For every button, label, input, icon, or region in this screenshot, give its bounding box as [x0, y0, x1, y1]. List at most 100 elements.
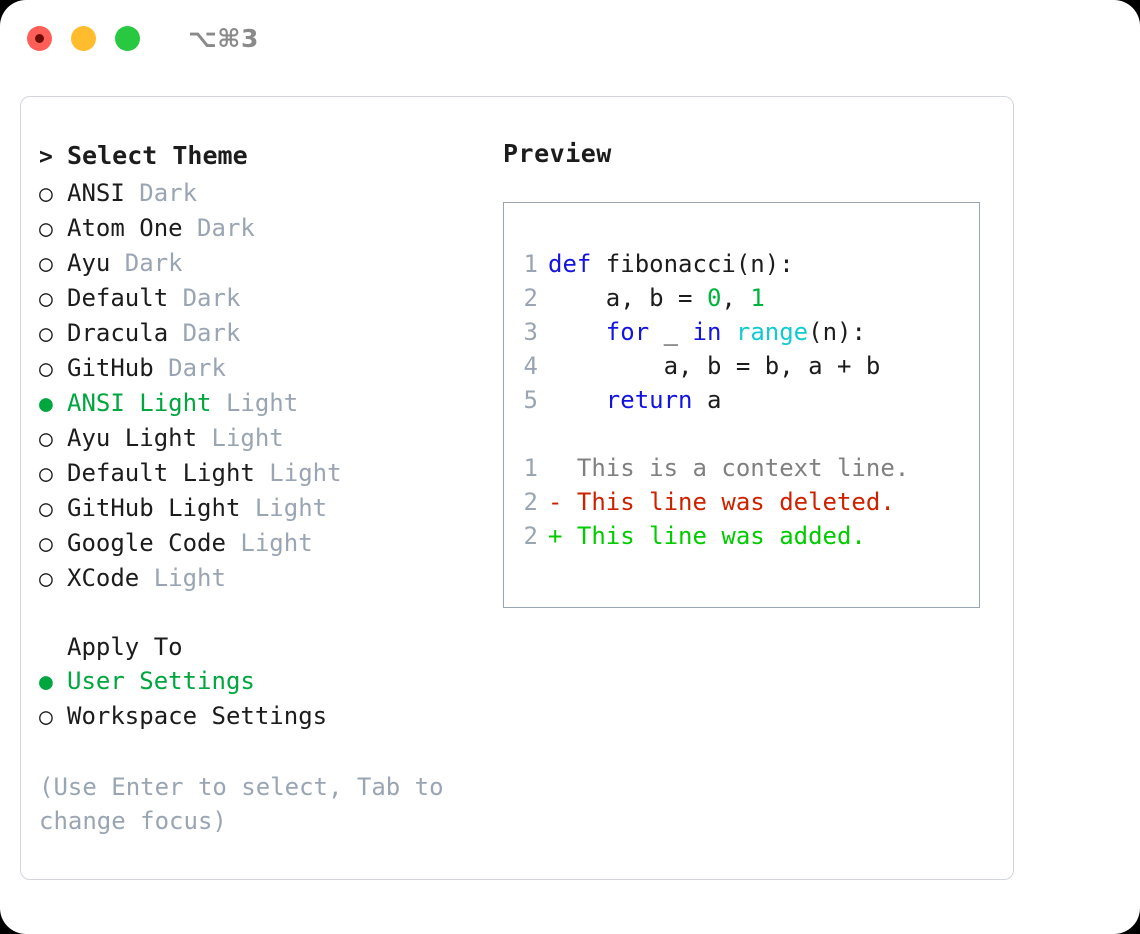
- theme-picker-panel: > Select Theme ○ANSI Dark○Atom One Dark○…: [21, 139, 481, 879]
- code-token-kw: in: [692, 318, 722, 346]
- theme-list-item[interactable]: ○ Atom One Dark: [39, 211, 481, 246]
- radio-unselected-icon: ○: [39, 216, 53, 242]
- code-token-txt: _: [649, 318, 693, 346]
- code-token-txt: [548, 318, 606, 346]
- theme-variant-label: Light: [139, 564, 226, 592]
- help-hint-text: (Use Enter to select, Tab to change focu…: [39, 773, 459, 835]
- radio-unselected-icon: ○: [39, 356, 53, 382]
- code-line-number: 2: [523, 284, 538, 312]
- theme-variant-label: Dark: [168, 319, 241, 347]
- diff-line-number: 2: [523, 488, 538, 516]
- code-line: 1 def fibonacci(n):: [522, 247, 979, 281]
- code-token-txt: fibonacci(n):: [591, 250, 794, 278]
- code-token-num: 0: [706, 284, 722, 312]
- theme-list-item[interactable]: ○Ayu Light Light: [39, 421, 481, 456]
- radio-unselected-icon: ○: [39, 321, 53, 347]
- preview-title: Preview: [503, 139, 612, 168]
- radio-unselected-icon: ○: [39, 566, 53, 592]
- diff-line-number: 2: [523, 522, 538, 550]
- theme-variant-label: Light: [254, 459, 342, 487]
- code-line: 5 return a: [522, 383, 979, 417]
- theme-list-item[interactable]: ○ Default Dark: [39, 281, 481, 316]
- code-line-number: 3: [523, 318, 538, 346]
- radio-unselected-icon: ○: [39, 531, 53, 557]
- titlebar: ⌥⌘3: [0, 0, 1140, 76]
- apply-to-label: Workspace Settings: [67, 702, 328, 730]
- radio-unselected-icon: ○: [39, 496, 53, 522]
- theme-name-label: GitHub Light: [67, 494, 241, 522]
- theme-name-label: Dracula: [67, 319, 169, 347]
- theme-name-label: Ayu Light: [67, 424, 198, 452]
- close-button[interactable]: [27, 25, 52, 51]
- main-card: > Select Theme ○ANSI Dark○Atom One Dark○…: [20, 96, 1014, 880]
- diff-line: 1 This is a context line.: [522, 451, 979, 485]
- diff-line: 2 - This line was deleted.: [522, 485, 979, 519]
- theme-list-item[interactable]: ○ Dracula Dark: [39, 316, 481, 351]
- prompt-caret-icon: >: [39, 144, 53, 170]
- code-token-txt: a, b = b, a + b: [548, 352, 881, 380]
- radio-unselected-icon: ○: [39, 286, 53, 312]
- apply-to-list: ●User Settings ○ Workspace Settings: [39, 664, 481, 734]
- code-token-fn: range: [735, 318, 809, 346]
- diff-line-text-del: - This line was deleted.: [548, 488, 895, 516]
- theme-name-label: Google Code: [67, 529, 226, 557]
- theme-variant-label: Dark: [153, 354, 226, 382]
- code-token-txt: [548, 386, 606, 414]
- theme-variant-label: Light: [240, 494, 328, 522]
- code-token-txt: a: [692, 386, 722, 414]
- theme-name-label: Ayu: [67, 249, 111, 277]
- theme-variant-label: Dark: [110, 249, 183, 277]
- theme-list-item[interactable]: ○ Default Light Light: [39, 456, 481, 491]
- code-line: 4 a, b = b, a + b: [522, 349, 979, 383]
- theme-list-item[interactable]: ○ GitHub Dark: [39, 351, 481, 386]
- theme-variant-label: Light: [225, 529, 313, 557]
- apply-to-section: Apply To ●User Settings○Workspace Settin…: [39, 630, 481, 734]
- radio-unselected-icon: ○: [39, 251, 53, 277]
- code-token-kw: def: [548, 250, 592, 278]
- apply-to-option[interactable]: ●User Settings: [39, 664, 481, 699]
- code-token-kw: for: [605, 318, 650, 346]
- theme-name-label: Default Light: [67, 459, 255, 487]
- code-line-number: 5: [523, 386, 538, 414]
- apply-to-option[interactable]: ○ Workspace Settings: [39, 699, 481, 734]
- code-token-txt: [721, 318, 735, 346]
- theme-variant-label: Dark: [168, 284, 241, 312]
- radio-unselected-icon: ○: [39, 461, 53, 487]
- theme-picker-header: > Select Theme: [39, 139, 481, 174]
- theme-list-item[interactable]: ●ANSI Light Light: [39, 386, 481, 421]
- code-token-kw: return: [605, 386, 693, 414]
- radio-unselected-icon: ○: [39, 704, 53, 730]
- theme-list-item[interactable]: ○ Google Code Light: [39, 526, 481, 561]
- diff-sample: 1 This is a context line. 2 - This line wa…: [522, 451, 979, 553]
- diff-line-text-ctx: This is a context line.: [548, 454, 910, 482]
- code-line-number: 4: [523, 352, 538, 380]
- code-line-number: 1: [523, 250, 538, 278]
- radio-unselected-icon: ○: [39, 181, 53, 207]
- theme-name-label: XCode: [67, 564, 140, 592]
- code-token-num: 1: [750, 284, 765, 312]
- theme-list-item[interactable]: ○ GitHub Light Light: [39, 491, 481, 526]
- theme-list-item[interactable]: ○ANSI Dark: [39, 176, 481, 211]
- minimize-button[interactable]: [71, 25, 96, 51]
- theme-name-label: Atom One: [67, 214, 183, 242]
- theme-list-item[interactable]: ○ Ayu Dark: [39, 246, 481, 281]
- code-line: 2 a, b = 0, 1: [522, 281, 979, 315]
- theme-name-label: ANSI: [67, 179, 125, 207]
- theme-name-label: GitHub: [67, 354, 154, 382]
- theme-list-item[interactable]: ○ XCode Light: [39, 561, 481, 596]
- code-token-txt: a, b =: [548, 284, 707, 312]
- theme-variant-label: Dark: [182, 214, 255, 242]
- theme-name-label: Default: [67, 284, 169, 312]
- diff-line: 2 + This line was added.: [522, 519, 979, 553]
- code-token-txt: (n):: [808, 318, 866, 346]
- code-line: 3 for _ in range(n):: [522, 315, 979, 349]
- diff-line-text-add: + This line was added.: [548, 522, 866, 550]
- radio-selected-icon: ●: [39, 669, 53, 695]
- maximize-button[interactable]: [115, 25, 140, 51]
- code-token-txt: ,: [721, 284, 751, 312]
- radio-selected-icon: ●: [39, 391, 53, 417]
